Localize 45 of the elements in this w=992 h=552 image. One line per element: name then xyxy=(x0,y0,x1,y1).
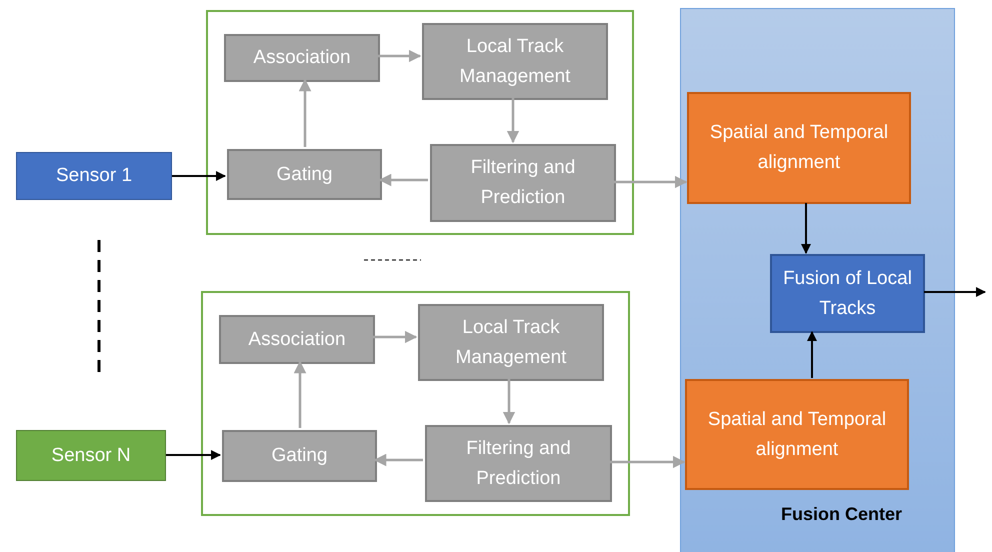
arrow xyxy=(166,450,221,460)
box-label: Filtering and Prediction xyxy=(470,156,576,210)
box-label: Sensor 1 xyxy=(54,164,134,188)
arrow xyxy=(610,456,686,468)
arrow xyxy=(506,98,520,144)
box-label: Local Track Management xyxy=(454,316,568,370)
arrow xyxy=(502,379,516,424)
arrow xyxy=(374,454,423,466)
sensor-box xyxy=(16,430,166,481)
group-frame xyxy=(206,10,634,235)
process-box xyxy=(687,92,911,204)
box-label: Spatial and Temporal alignment xyxy=(708,121,890,175)
process-box xyxy=(425,425,612,502)
arrow xyxy=(614,176,688,188)
process-box xyxy=(422,23,608,100)
arrow xyxy=(298,78,312,147)
process-box xyxy=(227,149,382,200)
process-box xyxy=(222,430,377,482)
process-box xyxy=(219,315,375,364)
arrow xyxy=(378,174,428,186)
box-label: Spatial and Temporal alignment xyxy=(706,408,888,462)
arrow xyxy=(378,50,422,62)
box-label: Association xyxy=(247,328,347,352)
box-label: Fusion of Local Tracks xyxy=(782,266,913,320)
fusion-center-panel xyxy=(680,8,955,552)
box-label: Gating xyxy=(270,444,328,468)
arrow xyxy=(373,330,418,344)
process-box xyxy=(224,34,380,82)
box-label: Sensor N xyxy=(50,444,132,468)
box-label: Local Track Management xyxy=(458,34,572,88)
arrow xyxy=(807,331,817,378)
panel-title: Fusion Center xyxy=(780,503,904,526)
arrow xyxy=(294,360,306,428)
box-label: Gating xyxy=(276,162,334,186)
process-box xyxy=(770,254,925,333)
box-label: Association xyxy=(252,46,352,70)
sensor-box xyxy=(16,152,172,200)
process-box xyxy=(418,304,604,381)
arrow xyxy=(801,203,811,254)
arrow xyxy=(172,171,226,181)
group-frame xyxy=(201,291,630,516)
arrow xyxy=(924,287,986,297)
box-label: Filtering and Prediction xyxy=(465,436,572,490)
process-box xyxy=(685,379,909,490)
process-box xyxy=(430,144,616,222)
